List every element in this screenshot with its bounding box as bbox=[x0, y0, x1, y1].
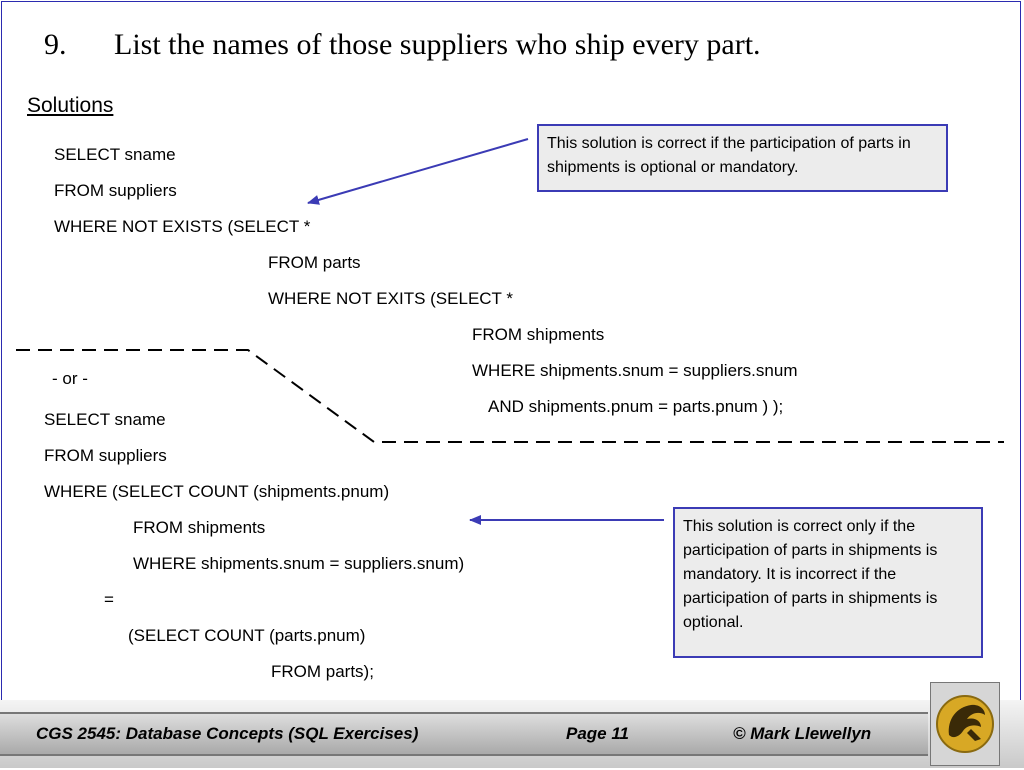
solutions-heading: Solutions bbox=[27, 94, 114, 117]
code-line: FROM suppliers bbox=[54, 181, 177, 200]
arrow-to-query1 bbox=[307, 138, 529, 205]
or-label: - or - bbox=[52, 369, 88, 388]
code-line: FROM suppliers bbox=[44, 446, 167, 465]
note-optional-or-mandatory: This solution is correct if the particip… bbox=[537, 124, 948, 192]
question-title: 9. List the names of those suppliers who … bbox=[44, 28, 761, 62]
code-line: FROM shipments bbox=[133, 518, 266, 537]
code-line: FROM parts); bbox=[271, 662, 374, 681]
footer-course: CGS 2545: Database Concepts (SQL Exercis… bbox=[36, 724, 419, 743]
dashed-separator bbox=[16, 349, 1004, 443]
question-text: List the names of those suppliers who sh… bbox=[114, 28, 761, 61]
code-line: WHERE NOT EXISTS (SELECT * bbox=[54, 217, 311, 236]
footer-author: © Mark Llewellyn bbox=[733, 724, 872, 743]
note-mandatory-only: This solution is correct only if the par… bbox=[673, 507, 983, 658]
question-number: 9. bbox=[44, 28, 67, 61]
code-line: FROM shipments bbox=[472, 325, 605, 344]
code-line: = bbox=[104, 590, 114, 609]
logo-frame bbox=[930, 682, 1000, 766]
pegasus-logo-icon bbox=[936, 695, 994, 753]
code-line: FROM parts bbox=[268, 253, 361, 272]
code-line: WHERE (SELECT COUNT (shipments.pnum) bbox=[44, 482, 390, 501]
footer-band bbox=[0, 712, 928, 756]
code-line: AND shipments.pnum = parts.pnum ) ); bbox=[488, 397, 784, 416]
code-line: SELECT sname bbox=[44, 410, 166, 429]
footer-page: Page 11 bbox=[566, 724, 630, 743]
code-line: SELECT sname bbox=[54, 145, 176, 164]
code-line: WHERE shipments.snum = suppliers.snum) bbox=[133, 554, 465, 573]
code-line: (SELECT COUNT (parts.pnum) bbox=[128, 626, 366, 645]
code-line: WHERE NOT EXITS (SELECT * bbox=[268, 289, 513, 308]
code-line: WHERE shipments.snum = suppliers.snum bbox=[472, 361, 798, 380]
